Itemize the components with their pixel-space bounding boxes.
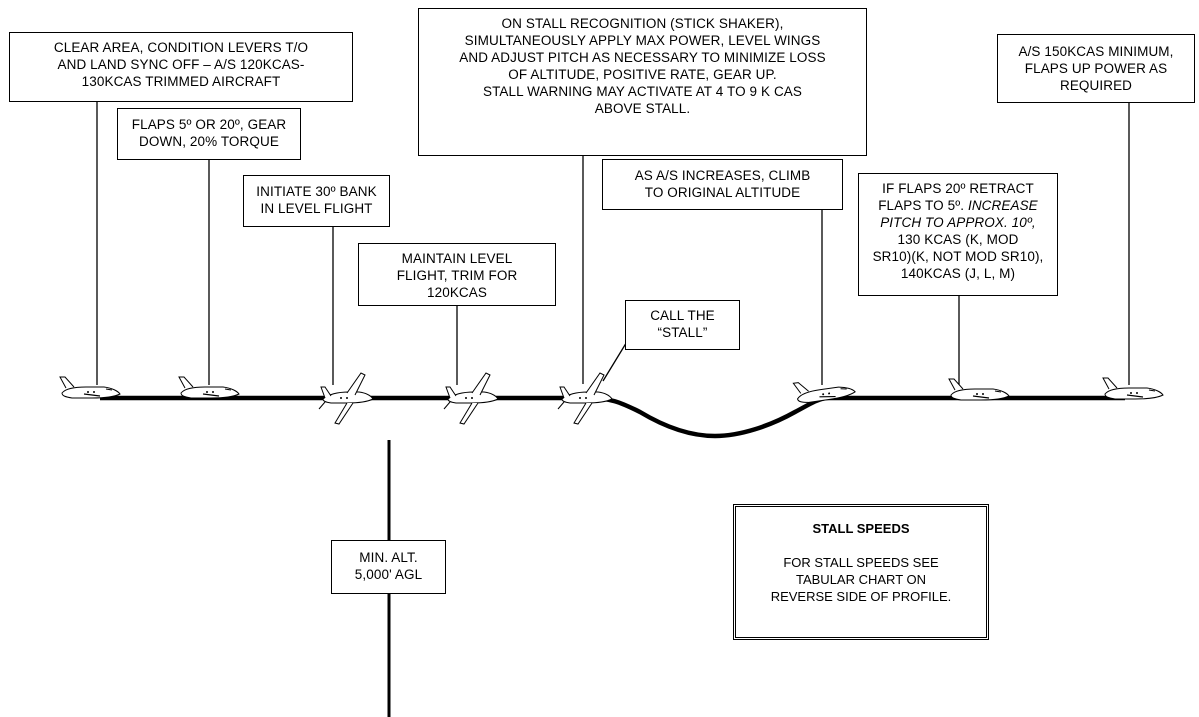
leader-lines bbox=[96, 102, 1130, 385]
callout-flaps-gear: FLAPS 5º OR 20º, GEAR DOWN, 20% TORQUE bbox=[117, 108, 301, 160]
stall-speeds-body: FOR STALL SPEEDS SEE TABULAR CHART ON RE… bbox=[770, 555, 952, 604]
callout-call-stall: CALL THE “STALL” bbox=[625, 300, 740, 350]
callout-stall-recognition: ON STALL RECOGNITION (STICK SHAKER), SIM… bbox=[418, 8, 867, 156]
callout-min-altitude: MIN. ALT. 5,000' AGL bbox=[331, 540, 446, 594]
aircraft-side-icon bbox=[59, 376, 121, 399]
callout-climb: AS A/S INCREASES, CLIMB TO ORIGINAL ALTI… bbox=[602, 159, 843, 210]
leader-call-stall bbox=[602, 339, 629, 382]
callout-initiate-bank: INITIATE 30º BANK IN LEVEL FLIGHT bbox=[243, 175, 390, 227]
aircraft-banked-icon bbox=[318, 372, 374, 425]
callout-flaps-retract: IF FLAPS 20º RETRACT FLAPS TO 5º. INCREA… bbox=[858, 173, 1058, 296]
aircraft-banked-icon bbox=[443, 372, 499, 425]
callout-clear-area: CLEAR AREA, CONDITION LEVERS T/O AND LAN… bbox=[9, 32, 353, 102]
stall-speeds-title: STALL SPEEDS bbox=[812, 521, 910, 536]
stall-speeds-box: STALL SPEEDS FOR STALL SPEEDS SEE TABULA… bbox=[733, 504, 989, 640]
aircraft-side-icon bbox=[1102, 377, 1164, 400]
aircraft-side-icon bbox=[948, 378, 1010, 401]
callout-minimum: A/S 150KCAS MINIMUM, FLAPS UP POWER AS R… bbox=[997, 34, 1195, 103]
flight-path bbox=[100, 395, 1125, 439]
callout-maintain-level: MAINTAIN LEVEL FLIGHT, TRIM FOR 120KCAS bbox=[358, 243, 556, 306]
